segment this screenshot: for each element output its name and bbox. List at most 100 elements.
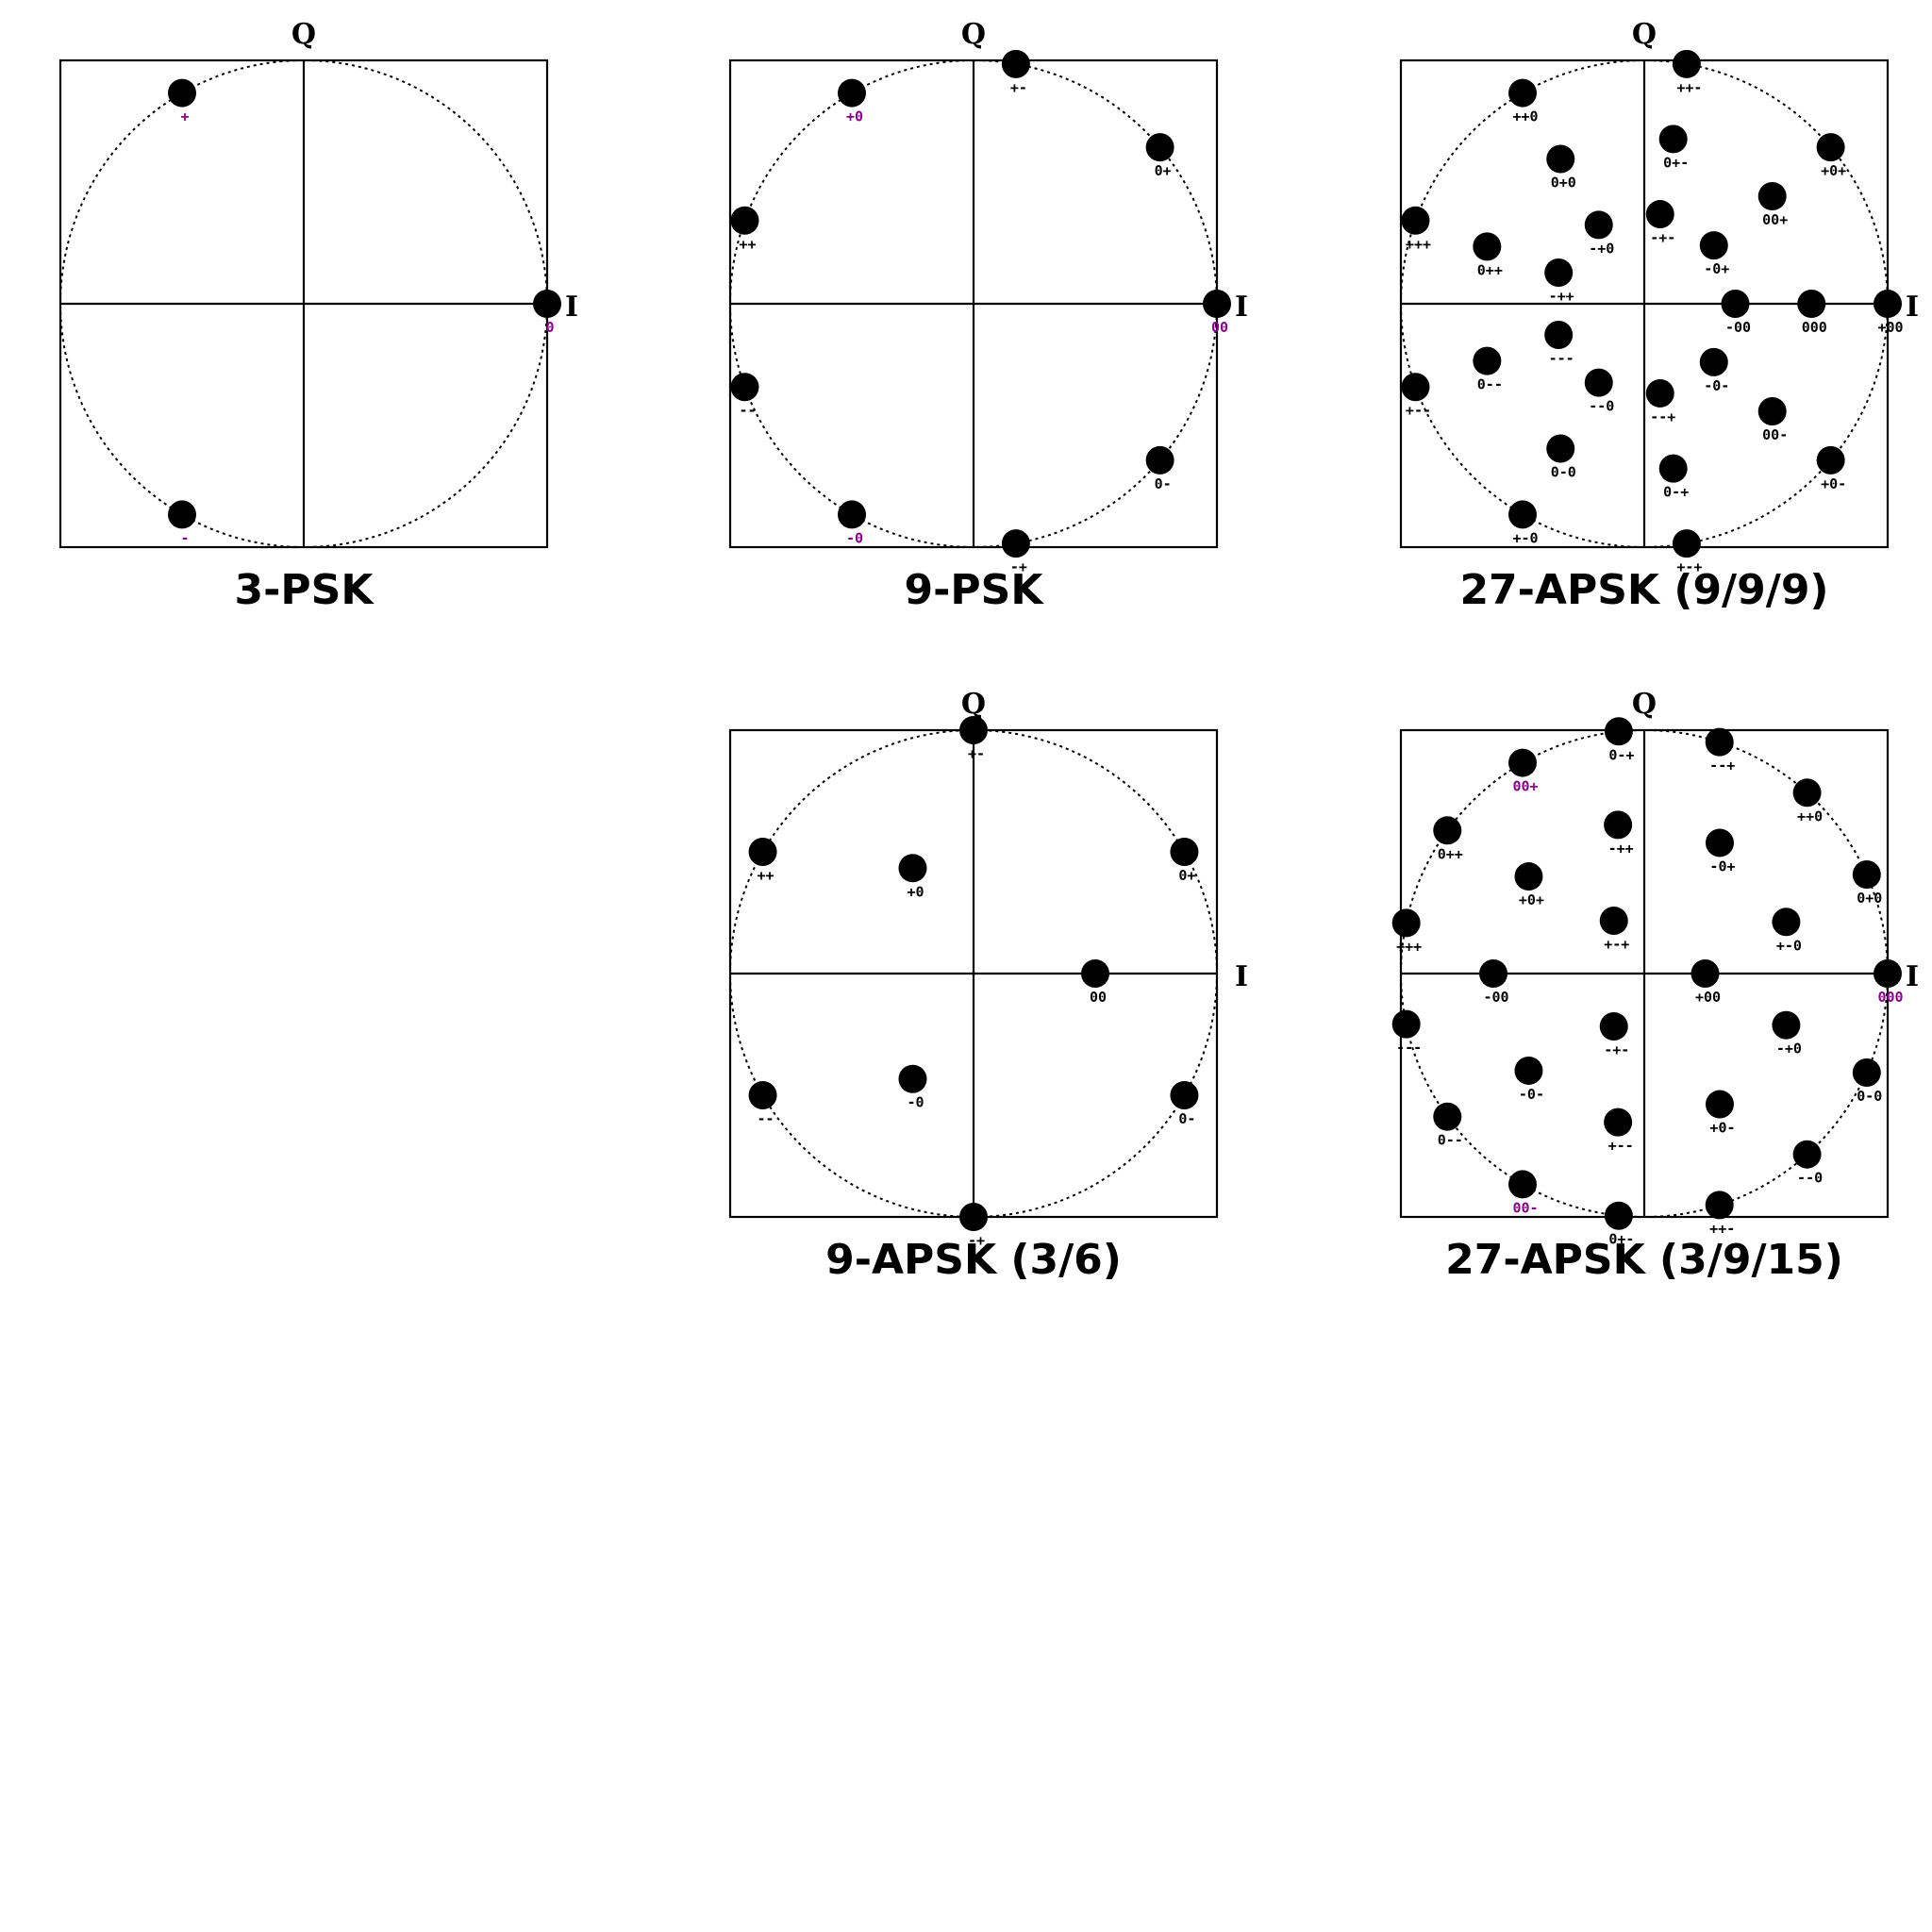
symbol-label: 00+ bbox=[1762, 211, 1788, 228]
unit-circle bbox=[729, 729, 1218, 1218]
symbol-label: +0 bbox=[907, 883, 924, 900]
symbol-label: 0-+ bbox=[1608, 746, 1634, 763]
symbol-label: +++ bbox=[1406, 236, 1431, 253]
symbol-label: -+0 bbox=[1589, 240, 1614, 257]
constellation-point bbox=[1508, 500, 1537, 529]
constellation-point bbox=[1584, 368, 1613, 397]
symbol-label: 0- bbox=[1178, 1110, 1195, 1127]
q-axis-label: Q bbox=[961, 18, 986, 51]
panel-title: 27-APSK (9/9/9) bbox=[1459, 566, 1828, 614]
q-axis-label: Q bbox=[1632, 18, 1657, 51]
constellation-point bbox=[1401, 373, 1430, 402]
panel-title: 9-APSK (3/6) bbox=[825, 1236, 1122, 1284]
constellation-point bbox=[1705, 1090, 1734, 1119]
symbol-label: +0+ bbox=[1821, 162, 1846, 179]
constellation-point bbox=[1391, 1009, 1421, 1039]
constellation-point bbox=[1401, 206, 1430, 235]
constellation-point bbox=[1508, 748, 1537, 777]
symbol-label: -0+ bbox=[1704, 260, 1729, 277]
constellation-point bbox=[1816, 445, 1845, 475]
symbol-label: -0 bbox=[846, 529, 863, 546]
symbol-label: + bbox=[180, 108, 189, 125]
constellation-point bbox=[1170, 1081, 1199, 1109]
symbol-label: -0- bbox=[1519, 1086, 1544, 1103]
symbol-label: 000 bbox=[1877, 989, 1903, 1006]
constellation-point bbox=[898, 1064, 927, 1093]
constellation-point bbox=[1645, 200, 1674, 229]
constellation-point bbox=[1433, 1102, 1462, 1131]
constellation-point bbox=[1705, 727, 1734, 757]
constellation-point bbox=[1433, 816, 1462, 845]
constellation-point bbox=[1170, 838, 1199, 866]
constellation-point bbox=[533, 290, 561, 318]
symbol-label: --0 bbox=[1589, 398, 1614, 415]
symbol-label: 0+0 bbox=[1551, 174, 1576, 191]
constellation-point bbox=[730, 206, 759, 235]
constellation-point bbox=[959, 1203, 988, 1231]
constellation-point bbox=[1473, 232, 1502, 261]
symbol-label: 00+ bbox=[1512, 778, 1538, 795]
symbol-label: +-+ bbox=[1676, 558, 1702, 575]
q-axis-label: Q bbox=[961, 688, 986, 721]
panel-title: 3-PSK bbox=[235, 566, 375, 614]
i-axis-label: I bbox=[1906, 960, 1919, 993]
symbol-label: 000 bbox=[1802, 319, 1827, 336]
constellation-point bbox=[1705, 828, 1734, 858]
symbol-label: -- bbox=[739, 402, 756, 419]
symbol-label: +0- bbox=[1709, 1120, 1735, 1137]
q-axis-label: Q bbox=[291, 18, 316, 51]
symbol-label: +-0 bbox=[1776, 937, 1802, 954]
i-axis-label: I bbox=[1906, 291, 1919, 324]
constellation-point bbox=[1645, 378, 1674, 408]
constellation-point bbox=[1699, 231, 1728, 260]
constellation-point bbox=[1604, 717, 1633, 746]
constellation-point bbox=[1081, 959, 1109, 988]
constellation-point bbox=[1721, 290, 1750, 318]
constellation-point bbox=[1658, 454, 1688, 483]
constellation-point bbox=[1816, 133, 1845, 162]
symbol-label: -+- bbox=[1604, 1041, 1629, 1058]
constellation-point bbox=[1852, 1058, 1881, 1088]
symbol-label: - bbox=[180, 529, 189, 546]
symbol-label: 0+0 bbox=[1857, 890, 1882, 907]
constellation-point bbox=[1757, 397, 1787, 426]
symbol-label: +0 bbox=[846, 108, 863, 125]
symbol-label: +- bbox=[1010, 79, 1027, 96]
symbol-label: 00 bbox=[1090, 989, 1107, 1006]
constellation-point bbox=[1792, 778, 1822, 808]
constellation-point bbox=[1797, 290, 1826, 318]
symbol-label: ++0 bbox=[1797, 808, 1823, 824]
constellation-point bbox=[730, 373, 759, 402]
symbol-label: ++0 bbox=[1512, 108, 1538, 125]
symbol-label: -+ bbox=[1010, 558, 1027, 575]
symbol-label: 0+ bbox=[1178, 867, 1195, 884]
symbol-label: +-- bbox=[1406, 402, 1431, 419]
constellation-point bbox=[1508, 1170, 1537, 1199]
symbol-label: 0-0 bbox=[1857, 1088, 1882, 1105]
symbol-label: -00 bbox=[1483, 989, 1508, 1006]
constellation-point bbox=[1672, 49, 1701, 78]
constellation-point bbox=[1874, 959, 1902, 988]
constellation-point bbox=[1508, 78, 1537, 108]
i-axis-label: I bbox=[1235, 291, 1248, 324]
constellation-point bbox=[1514, 1056, 1543, 1085]
panel-title: 27-APSK (3/9/15) bbox=[1445, 1236, 1843, 1284]
constellation-point bbox=[168, 500, 196, 529]
constellation-point bbox=[1145, 133, 1174, 162]
constellation-point bbox=[959, 716, 988, 744]
constellation-point bbox=[1852, 859, 1881, 889]
constellation-point bbox=[1544, 258, 1574, 287]
constellation-point bbox=[838, 78, 866, 108]
i-axis-label: I bbox=[1235, 960, 1248, 993]
symbol-label: +++ bbox=[1396, 938, 1422, 955]
symbol-label: +0- bbox=[1821, 475, 1846, 492]
symbol-label: -0- bbox=[1704, 377, 1729, 394]
constellation-point bbox=[1772, 908, 1801, 937]
symbol-label: +-+ bbox=[1604, 936, 1629, 953]
constellation-point bbox=[1546, 434, 1575, 463]
